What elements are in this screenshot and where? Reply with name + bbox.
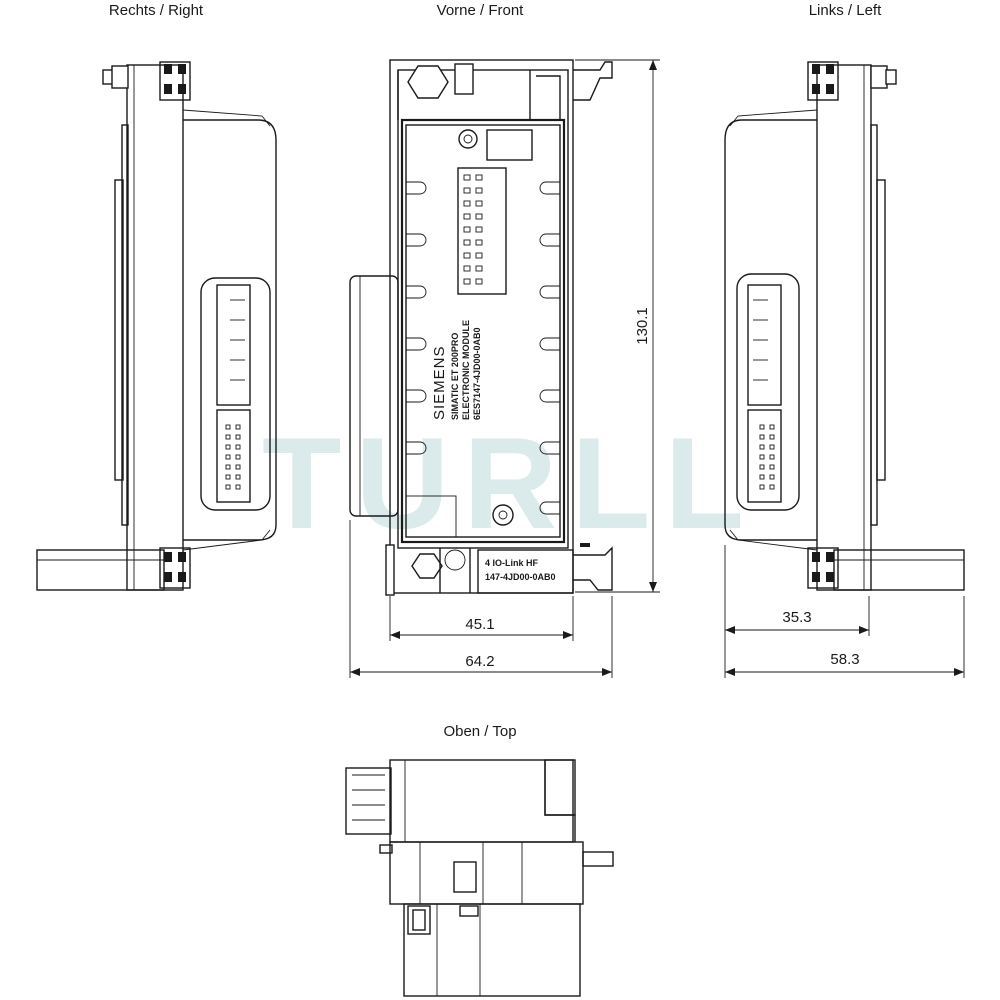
plate-line-1: 4 IO-Link HF [485, 558, 539, 568]
dim-left-total-label: 58.3 [830, 651, 859, 668]
watermark: TURLL [262, 410, 758, 556]
right-view [36, 61, 277, 591]
module-line-3: 6ES7147-4JD00-0AB0 [472, 327, 482, 420]
dim-left-inner-label: 35.3 [782, 609, 811, 626]
view-title-top: Oben / Top [443, 723, 516, 740]
left-dimensions: 35.3 58.3 [724, 545, 965, 678]
left-view [724, 61, 965, 591]
view-title-front: Vorne / Front [437, 2, 525, 19]
view-title-left: Links / Left [809, 2, 882, 19]
top-view [345, 759, 614, 997]
module-brand: SIEMENS [431, 345, 448, 420]
dim-height-label: 130.1 [634, 307, 651, 345]
module-line-1: SIMATIC ET 200PRO [450, 333, 460, 420]
module-line-2: ELECTRONIC MODULE [461, 320, 471, 420]
front-view: 4 IO-Link HF 147-4JD00-0AB0 SIEMENS SIMA… [349, 59, 613, 596]
plate-line-2: 147-4JD00-0AB0 [485, 572, 556, 582]
dim-front-inner-label: 45.1 [465, 616, 494, 633]
view-title-right: Rechts / Right [109, 2, 204, 19]
front-dimensions: 130.1 45.1 64.2 [349, 59, 660, 678]
dim-front-total-label: 64.2 [465, 653, 494, 670]
